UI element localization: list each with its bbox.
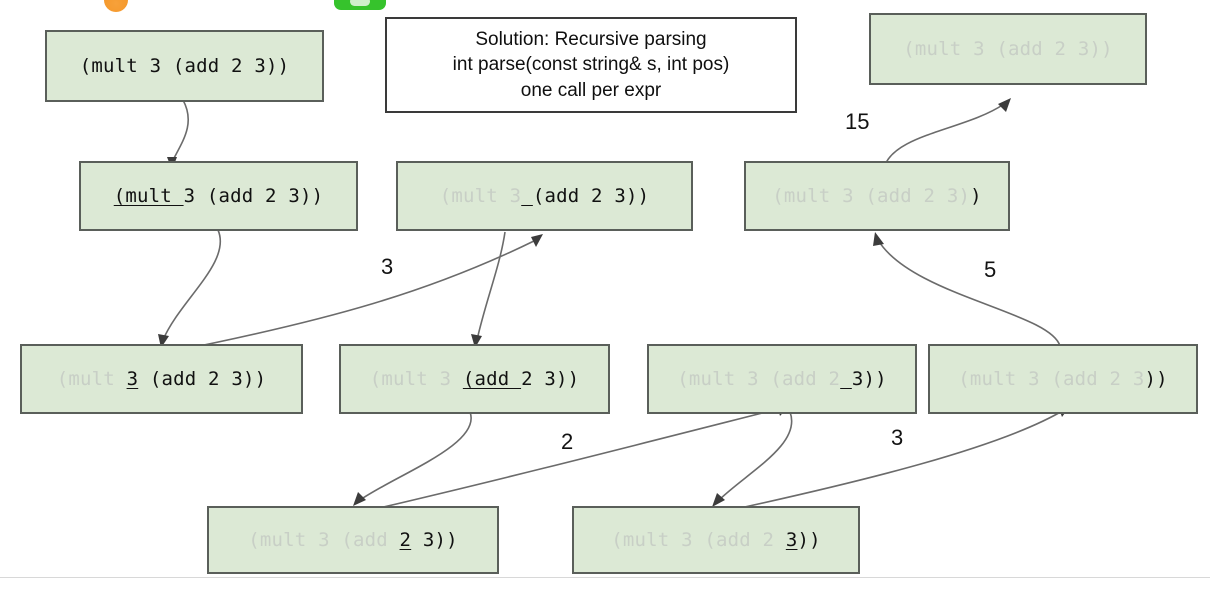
node-add-arg1[interactable]: (mult 3 (add 2 3)) xyxy=(207,506,499,574)
edge-label-15: 15 xyxy=(845,109,870,134)
node-highlight-text: (add xyxy=(462,368,522,390)
node-dim-text: (mult 3 (add 2 3)) xyxy=(903,38,1113,60)
node-highlight-text: 3 xyxy=(785,529,798,551)
node-dim-text: (mult 3 (add 2 3) xyxy=(772,185,971,207)
node-add-arg2-space[interactable]: (mult 3 (add 2 3)) xyxy=(647,344,917,414)
node-solid-text: 2 3)) xyxy=(521,368,580,390)
infobox-line-2: int parse(const string& s, int pos) xyxy=(452,54,730,76)
node-solid-text: )) xyxy=(1144,368,1168,390)
node-solid-text: (mult 3 (add 2 3)) xyxy=(79,55,290,77)
node-mult-token[interactable]: (mult 3 (add 2 3)) xyxy=(79,161,358,231)
node-solid-text: (add 2 3)) xyxy=(532,185,650,207)
node-dim-text: (mult 3 (add 2 xyxy=(611,529,786,551)
node-root[interactable]: (mult 3 (add 2 3)) xyxy=(45,30,324,102)
orange-circle-icon xyxy=(104,0,128,12)
node-highlight-text xyxy=(521,185,533,207)
node-highlight-text: (mult xyxy=(113,185,184,207)
node-highlight-text: 3 xyxy=(126,368,139,390)
infobox-line-1: Solution: Recursive parsing xyxy=(475,28,707,50)
page-bottom-edge xyxy=(0,577,1210,602)
edge-label-3-mid: 3 xyxy=(891,425,904,450)
edge-label-5: 5 xyxy=(984,257,997,282)
node-highlight-text xyxy=(840,368,852,390)
node-dim-text: (mult 3 (add 2 xyxy=(677,368,841,390)
node-solid-text: 3)) xyxy=(411,529,458,551)
infobox-line-3: one call per expr xyxy=(520,79,662,101)
node-dim-text: (mult xyxy=(56,368,127,390)
node-close-inner[interactable]: (mult 3 (add 2 3)) xyxy=(928,344,1198,414)
node-add-arg2[interactable]: (mult 3 (add 2 3)) xyxy=(572,506,860,574)
node-add-token[interactable]: (mult 3 (add 2 3)) xyxy=(339,344,610,414)
node-result[interactable]: (mult 3 (add 2 3)) xyxy=(869,13,1147,85)
green-pill-icon xyxy=(334,0,386,10)
node-arg1-paren[interactable]: (mult 3 (add 2 3)) xyxy=(396,161,693,231)
node-mult-arg1[interactable]: (mult 3 (add 2 3)) xyxy=(20,344,303,414)
edge-label-2: 2 xyxy=(561,429,574,454)
node-dim-text: (mult 3 (add xyxy=(248,529,400,551)
solution-infobox: Solution: Recursive parsing int parse(co… xyxy=(385,17,797,113)
node-dim-text: (mult 3 xyxy=(369,368,463,390)
node-dim-text: (mult 3 (add 2 3 xyxy=(958,368,1145,390)
node-solid-text: 3 (add 2 3)) xyxy=(183,185,324,207)
node-solid-text: ) xyxy=(970,185,982,207)
node-solid-text: )) xyxy=(797,529,821,551)
node-dim-text: (mult 3 xyxy=(439,185,522,207)
node-highlight-text: 2 xyxy=(399,529,412,551)
node-close-outer[interactable]: (mult 3 (add 2 3)) xyxy=(744,161,1010,231)
node-solid-text: 3)) xyxy=(851,368,887,390)
node-solid-text: (add 2 3)) xyxy=(138,368,267,390)
edge-label-3-left: 3 xyxy=(381,254,394,279)
